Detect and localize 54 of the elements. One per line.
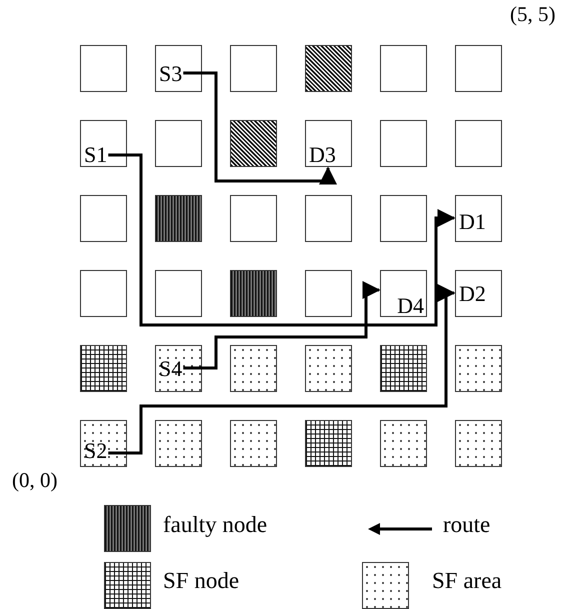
coordinate-label: (5, 5) xyxy=(510,2,556,27)
node-label: S2 xyxy=(84,440,108,462)
route-arrow xyxy=(183,72,337,184)
faulty-node xyxy=(155,195,202,242)
node-label: D3 xyxy=(309,144,336,166)
grid-node xyxy=(80,45,127,92)
node-label: D4 xyxy=(397,295,424,317)
grid-node xyxy=(155,45,202,92)
sf-area-node xyxy=(155,345,202,392)
grid-node xyxy=(230,195,277,242)
sf-area-node xyxy=(230,420,277,467)
node-label: S4 xyxy=(159,358,182,380)
sf-node xyxy=(305,420,352,467)
faulty-node xyxy=(305,45,352,92)
sf-node xyxy=(80,345,127,392)
sf-area-node xyxy=(230,345,277,392)
sf-area-node xyxy=(380,420,427,467)
grid-node xyxy=(155,120,202,167)
grid-node xyxy=(155,270,202,317)
sf-area-node xyxy=(155,420,202,467)
sf-area-node xyxy=(455,345,502,392)
grid-node xyxy=(80,120,127,167)
grid-node xyxy=(230,45,277,92)
faulty-node xyxy=(230,270,277,317)
grid-node xyxy=(380,45,427,92)
legend-label: route xyxy=(443,512,490,538)
route-arrow xyxy=(108,154,456,326)
node-label: D1 xyxy=(459,211,486,233)
grid-node xyxy=(455,120,502,167)
grid-node xyxy=(380,120,427,167)
grid-node xyxy=(455,195,502,242)
grid-node xyxy=(305,120,352,167)
legend-label: SF area xyxy=(432,568,502,594)
node-label: D2 xyxy=(459,283,486,305)
faulty-node xyxy=(230,120,277,167)
legend-label: SF node xyxy=(163,568,240,594)
grid-node xyxy=(380,195,427,242)
grid-node xyxy=(80,270,127,317)
sf-area-node xyxy=(80,420,127,467)
sf-node xyxy=(380,345,427,392)
grid-node xyxy=(305,195,352,242)
node-label: S1 xyxy=(84,144,108,166)
sf-area-node xyxy=(455,420,502,467)
grid-node xyxy=(455,270,502,317)
coordinate-label: (0, 0) xyxy=(12,468,58,493)
route-arrow xyxy=(108,284,456,454)
grid-node xyxy=(305,270,352,317)
grid-node xyxy=(80,195,127,242)
route-arrow xyxy=(183,281,380,370)
grid-node xyxy=(380,270,427,317)
node-label: S3 xyxy=(159,63,182,85)
grid-node xyxy=(455,45,502,92)
sf-area-node xyxy=(305,345,352,392)
legend-label: faulty node xyxy=(163,512,268,538)
